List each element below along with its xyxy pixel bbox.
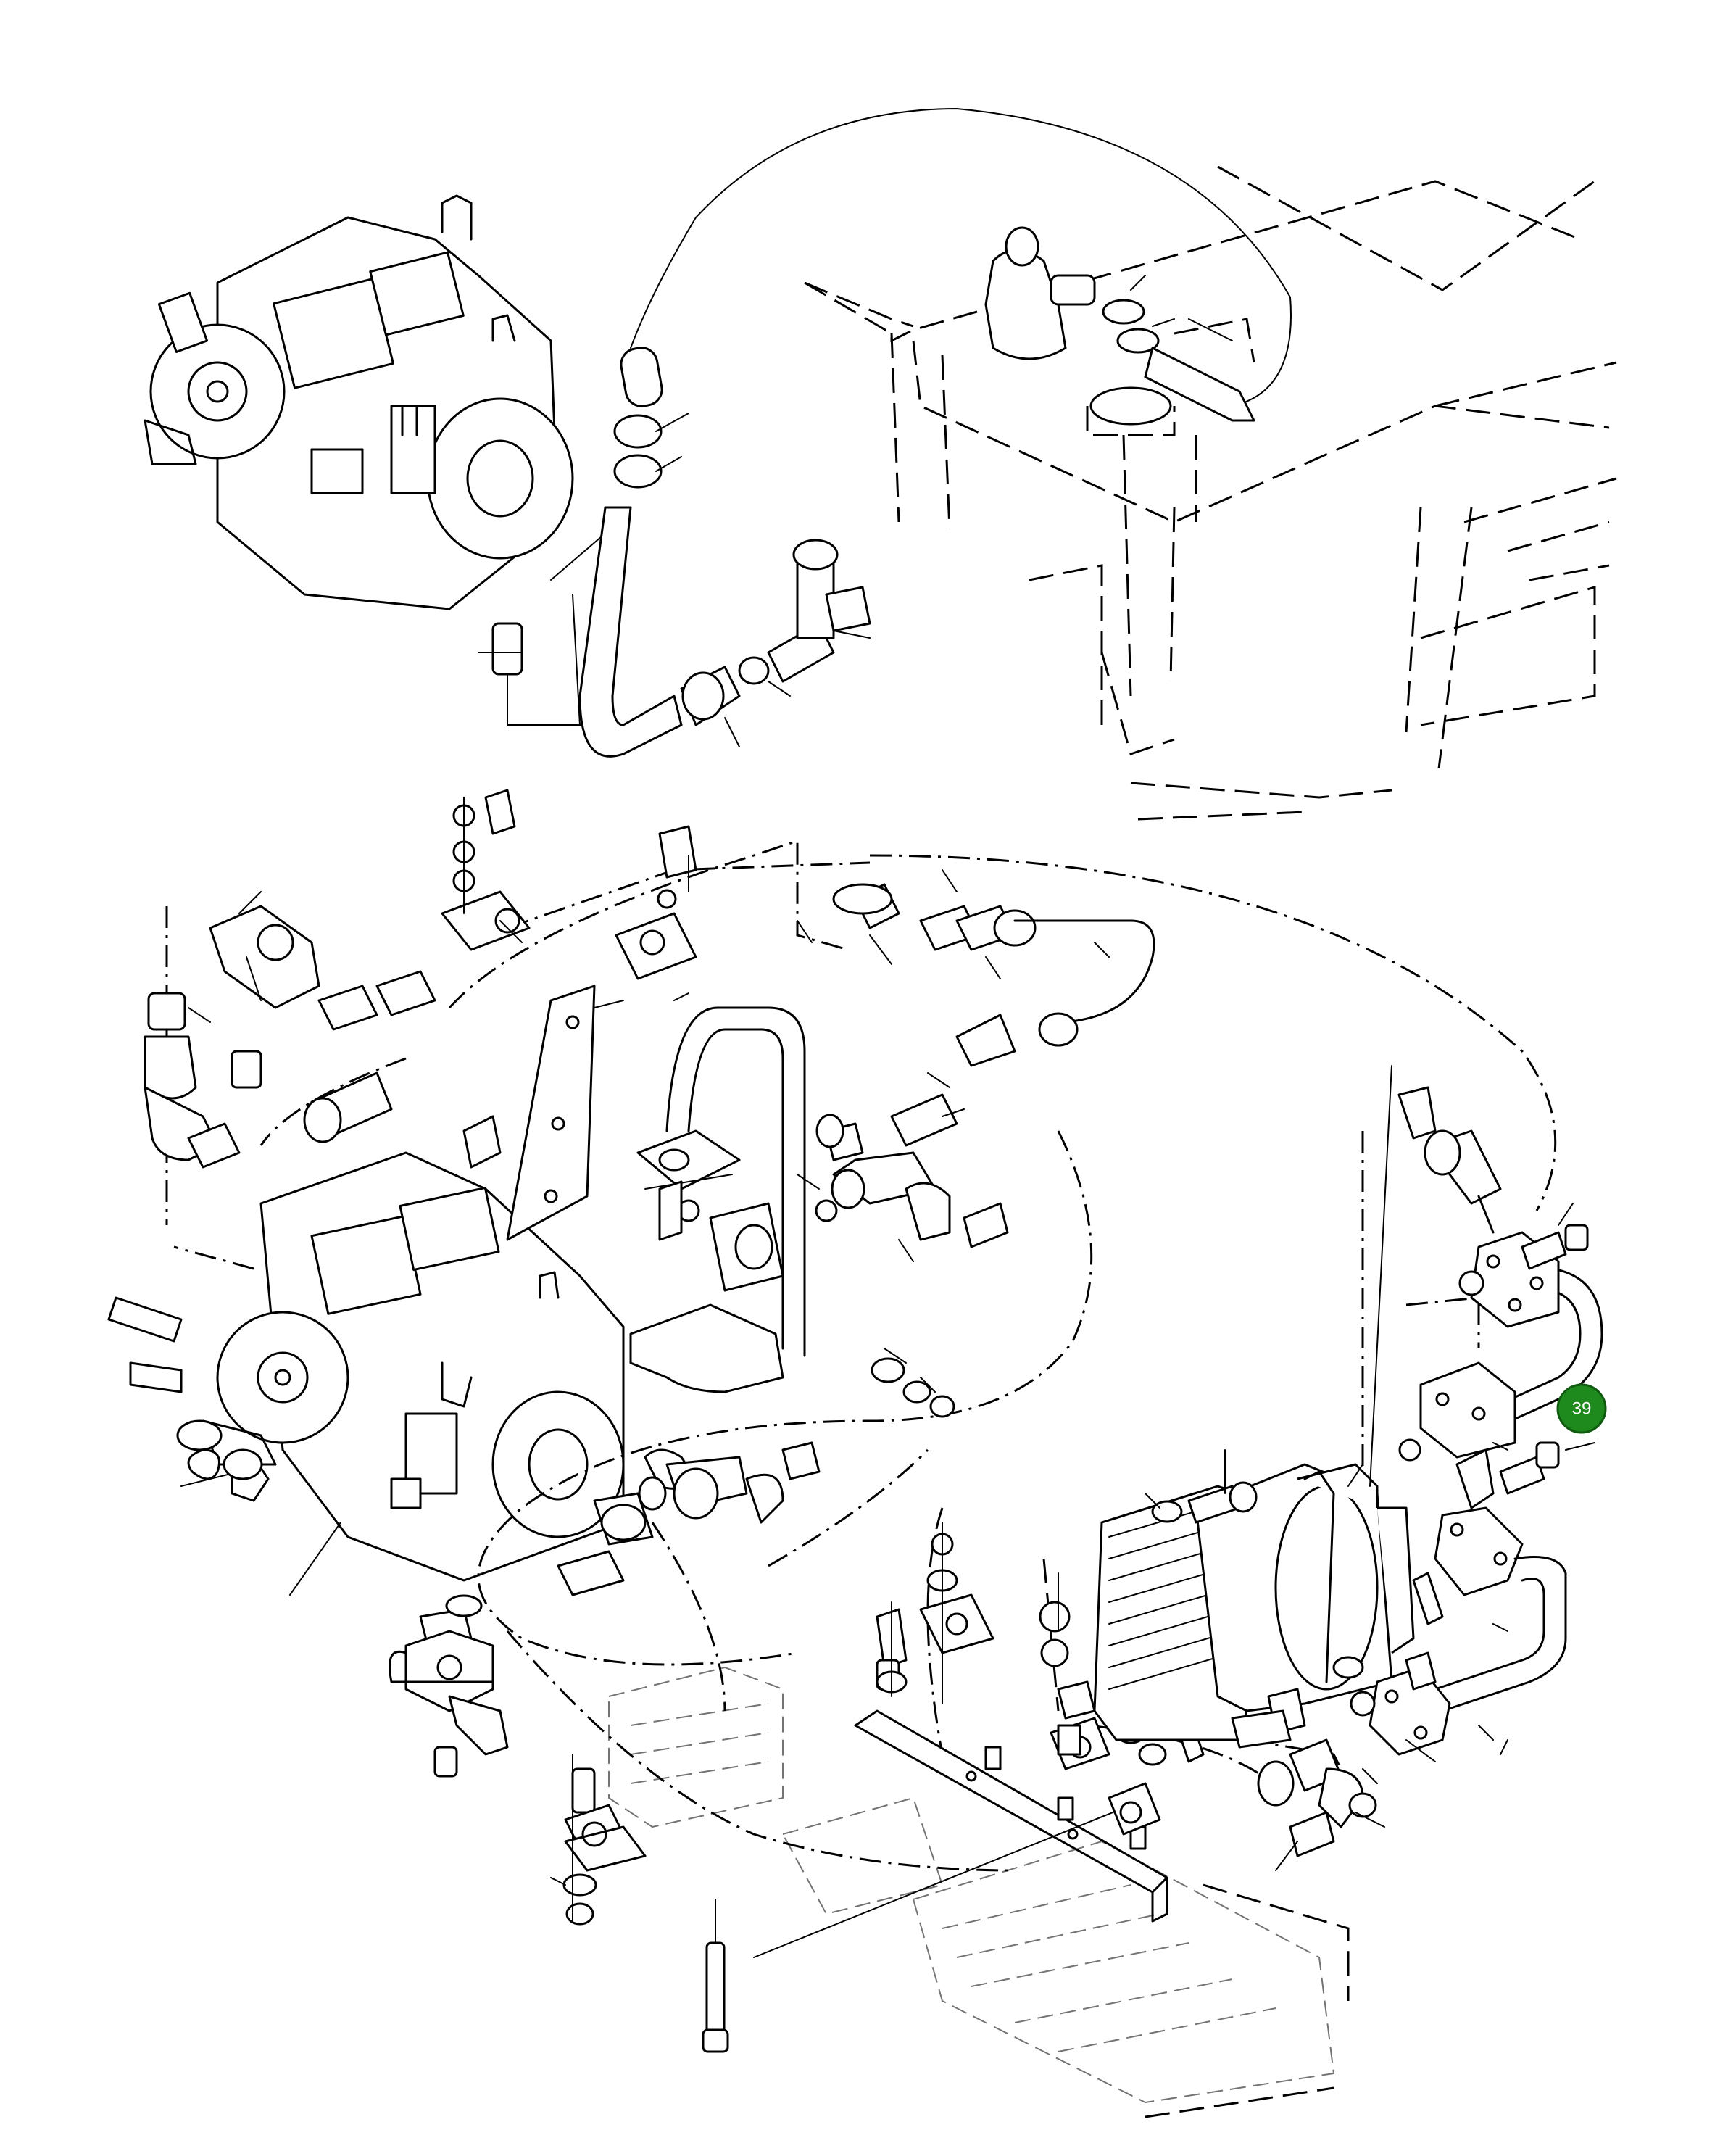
u-tube-assembly (629, 1006, 806, 1393)
top-fittings-group (478, 107, 1292, 758)
right-hose-fittings (1369, 1065, 1502, 1487)
callout-39-circle[interactable] (1556, 1383, 1607, 1434)
tank-breather-group (984, 226, 1255, 436)
hydraulic-tank-outline (804, 165, 1617, 821)
lower-clamps-column (550, 1754, 647, 1926)
top-hydraulic-pump (144, 194, 574, 610)
cross-member-bar (753, 1709, 1168, 1958)
chassis-underbody (608, 1558, 1350, 2118)
washers-nuts-middle (129, 1357, 955, 1480)
left-fittings-group (107, 789, 697, 1502)
lower-left-parts (389, 1441, 821, 1778)
mounting-bracket (462, 985, 624, 1241)
return-tube-assembly (1231, 1506, 1567, 1871)
callout-39-badge[interactable]: 39 (1556, 1383, 1607, 1434)
hydraulic-motor (1039, 1463, 1444, 1741)
motor-feed-tube-assembly (1398, 1224, 1603, 1509)
motor-top-bolts (1151, 1449, 1258, 1524)
bottom-long-bolt (702, 1899, 729, 2053)
main-hydraulic-pump (180, 1151, 625, 1596)
middle-hose-fittings (815, 883, 1155, 1248)
callout-39-label: 39 (1572, 1399, 1592, 1419)
leader-lines (463, 797, 1595, 1784)
central-clamps-bolts (876, 1522, 994, 1704)
